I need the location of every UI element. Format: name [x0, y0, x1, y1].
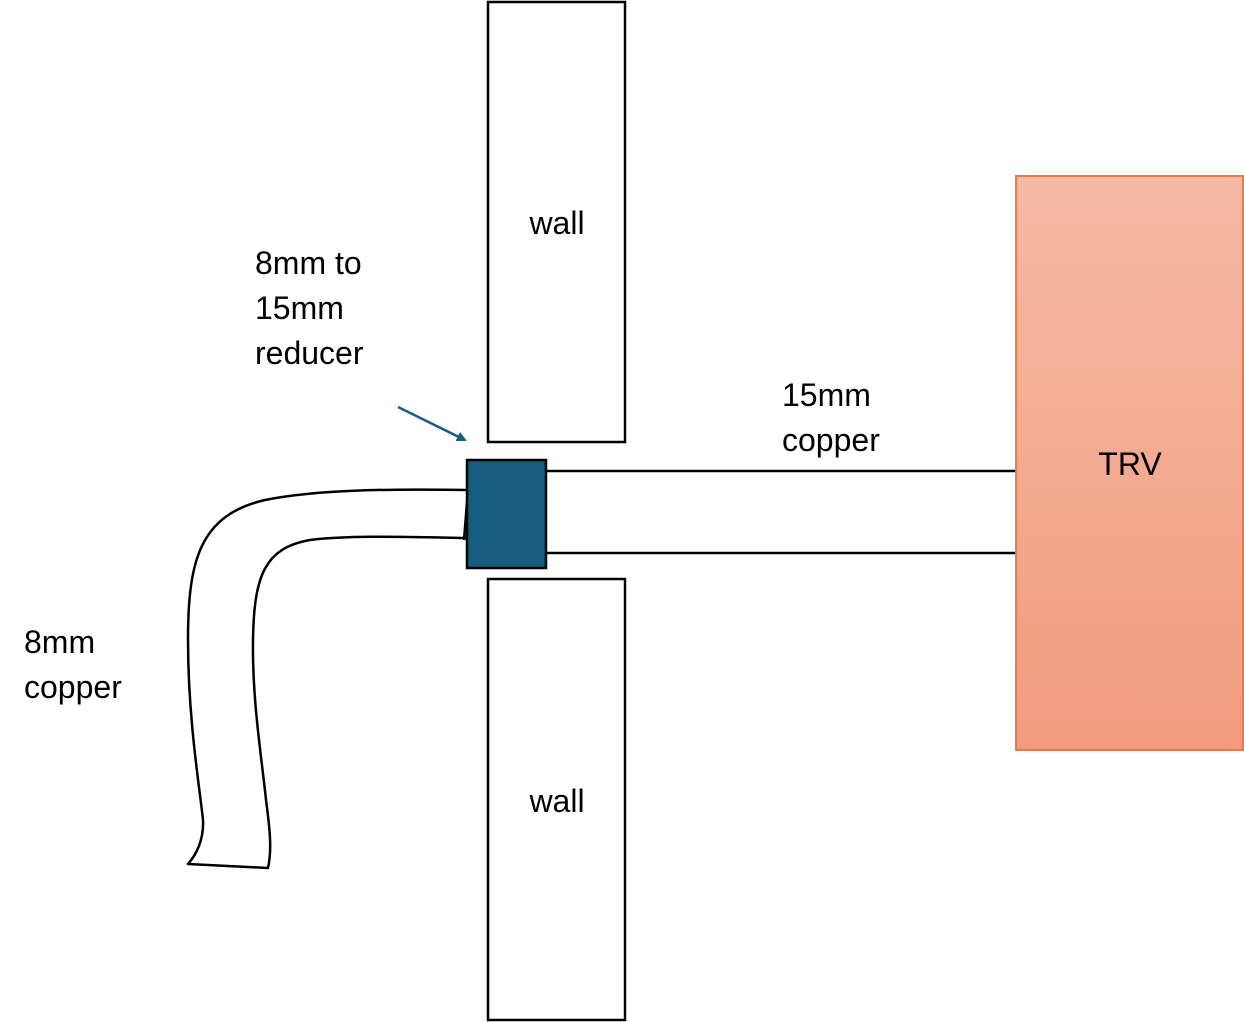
wall-top [486, 0, 627, 444]
wall-bottom-label: wall [528, 783, 584, 819]
pipe-8mm-label-line-1: 8mm [24, 624, 95, 660]
reducer-block [465, 458, 548, 570]
wall-top-label: wall [528, 205, 584, 241]
pipe-15mm-label-line-1: 15mm [782, 377, 871, 413]
reducer-label-line-1: 8mm to [255, 245, 362, 281]
reducer-pointer-arrow [397, 405, 467, 442]
trv-label: TRV [1098, 446, 1162, 482]
reducer-label-line-3: reducer [255, 335, 364, 371]
wall-bottom [486, 577, 627, 1022]
trv-box [1015, 175, 1244, 751]
pipe-15mm-label-line-2: copper [782, 422, 880, 458]
pipe-8mm-bent [186, 488, 469, 870]
pipe-8mm-label-line-2: copper [24, 669, 122, 705]
reducer-label-line-2: 15mm [255, 290, 344, 326]
